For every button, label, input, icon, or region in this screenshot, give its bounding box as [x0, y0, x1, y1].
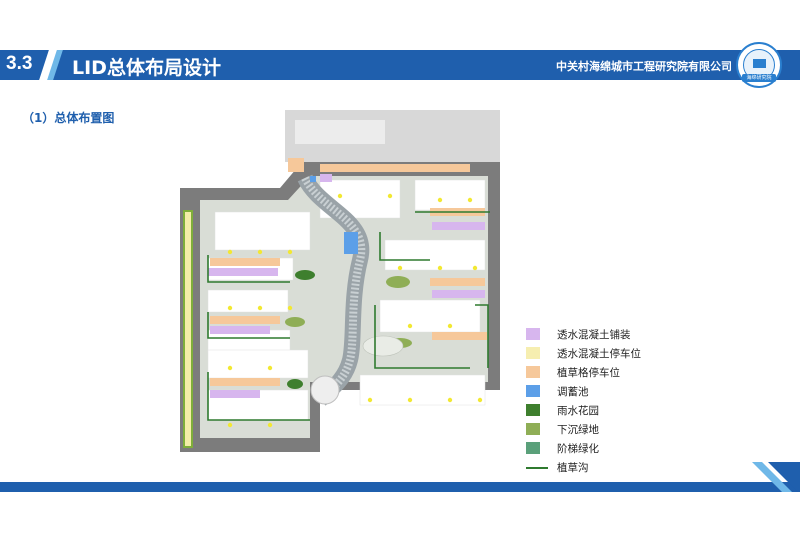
legend-swatch [526, 385, 540, 397]
legend-line-swatch [526, 467, 548, 469]
footer-bar [0, 482, 800, 492]
landscape-path-texture [301, 176, 366, 403]
legend-swatch [526, 442, 540, 454]
legend-label: 阶梯绿化 [557, 443, 599, 455]
legend-swatch [526, 328, 540, 340]
legend-label: 雨水花园 [557, 405, 599, 417]
small-tank [310, 176, 316, 182]
west-parking-strip [185, 212, 191, 446]
roundabout-plaza [310, 375, 340, 405]
logo-building-icon [753, 59, 766, 68]
organization-name: 中关村海绵城市工程研究院有限公司 [556, 60, 732, 73]
institute-logo: 海绵研究院 [736, 42, 782, 88]
site-plan-drawing [180, 110, 500, 452]
legend-swatch [526, 423, 540, 435]
east-buildings [319, 179, 486, 406]
logo-label: 海绵研究院 [742, 74, 776, 82]
storage-tank [344, 232, 358, 254]
rain-gardens [285, 270, 412, 389]
legend-swatch [526, 404, 540, 416]
inlet-points [227, 193, 483, 428]
legend-label: 植草格停车位 [557, 367, 620, 379]
legend-label: 下沉绿地 [557, 424, 599, 436]
legend-label: 植草沟 [557, 462, 589, 474]
permeable-pavement [208, 174, 485, 398]
section-header: 3.3 LID总体布局设计 中关村海绵城市工程研究院有限公司 [0, 50, 800, 80]
footer-corner-decoration [752, 462, 800, 492]
legend-label: 透水混凝土停车位 [557, 348, 641, 360]
grass-swales [207, 211, 490, 421]
legend-swatch [526, 366, 540, 378]
legend-swatch [526, 347, 540, 359]
section-title: LID总体布局设计 [72, 57, 221, 79]
header-bar [0, 50, 800, 80]
figure-subtitle: （1）总体布置图 [22, 111, 115, 125]
section-number: 3.3 [6, 53, 33, 74]
legend-label: 透水混凝土铺装 [557, 329, 631, 341]
north-building [295, 120, 385, 144]
legend-label: 调蓄池 [557, 386, 589, 398]
